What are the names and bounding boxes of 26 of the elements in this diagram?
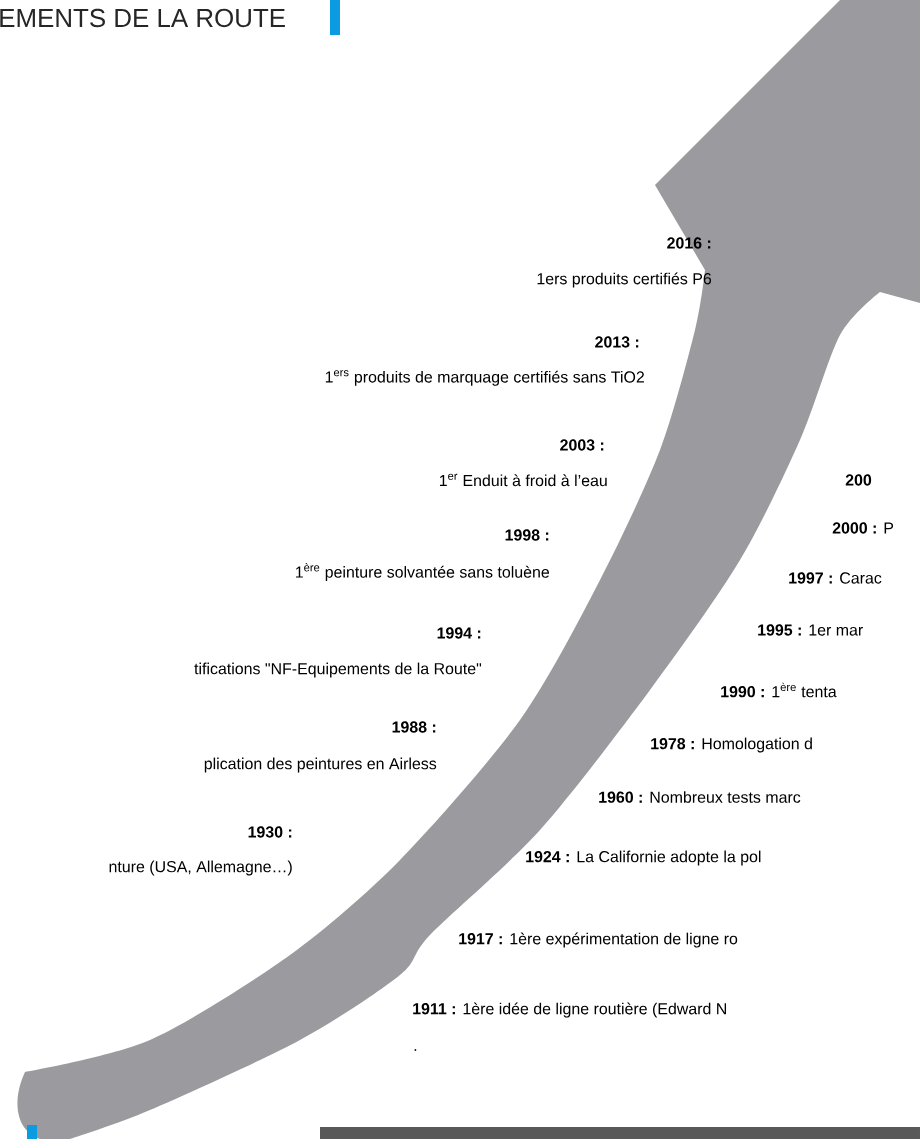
event-text: 1978 : Homologation d (651, 737, 812, 753)
event-text: 1990 : 1$^{ère}$ tenta (721, 682, 837, 698)
year-label: 1994 : (437, 627, 481, 639)
event-text: 1ers produits certifiés P6 (537, 272, 712, 288)
year-label: 1988 : (392, 721, 436, 733)
event-text: 1960 : Nombreux tests marc (599, 791, 801, 803)
event-text: 1995 : 1er mar (758, 624, 863, 636)
year-label: 1998 : (505, 529, 549, 541)
event-text: plication des peintures en Airless (204, 757, 437, 773)
event-text: 1911 : 1ère idée de ligne routière (Edward N (413, 1002, 726, 1018)
event-text: 1997 : Carac (789, 572, 882, 584)
year-label: 1930 : (248, 826, 292, 838)
event-text: 1924 : La Californie adopte la pol (526, 850, 761, 866)
event-text: 1$^{ère}$ peinture solvantée sans toluène (296, 563, 550, 581)
event-text: nture (USA, Allemagne…) (109, 860, 292, 876)
page-title: EMENTS DE LA ROUTE (0, 8, 285, 28)
year-label: 2013 : (595, 336, 639, 348)
year-label: 2016 : (667, 237, 711, 249)
event-text: 2000 : P (832, 522, 894, 534)
event-text: 1$^{ers}$ produits de marquage certifiés sans TiO2 (325, 370, 644, 386)
event-text: tifications "NF-Equipements de la Route" (194, 662, 482, 678)
event-text: . (414, 1049, 417, 1051)
year-label: 2003 : (560, 439, 604, 451)
event-text: 200 (845, 474, 872, 486)
event-text: 1$^{er}$ Enduit à froid à l’eau (439, 473, 607, 487)
event-text: 1917 : 1ère expérimentation de ligne ro (459, 932, 738, 948)
